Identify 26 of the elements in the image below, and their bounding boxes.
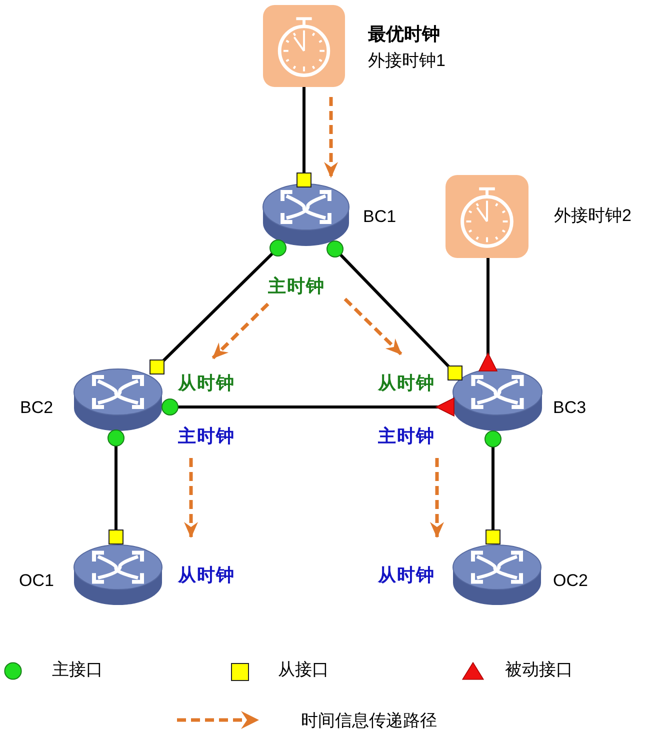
port-role-label: 从时钟 (378, 373, 435, 393)
port-role-label: 从时钟 (178, 565, 235, 585)
port-role-label: 主时钟 (378, 426, 435, 446)
legend-text: 主接口 (52, 660, 103, 680)
node-title: 最优时钟 (368, 24, 440, 44)
link-line (484, 430, 502, 544)
legend-text: 被动接口 (505, 660, 573, 680)
link-line (108, 430, 124, 544)
port-role-label: 主时钟 (268, 276, 325, 296)
port-role-label: 主时钟 (178, 426, 235, 446)
node-label: 外接时钟1 (368, 51, 446, 71)
node-label: 外接时钟2 (554, 206, 632, 226)
legend-text: 时间信息传递路径 (301, 711, 437, 731)
port-role-label: 从时钟 (178, 373, 235, 393)
node-label: BC3 (553, 398, 586, 418)
node-label: BC2 (20, 398, 54, 418)
port-role-label: 从时钟 (378, 565, 435, 585)
link-line (150, 240, 286, 374)
node-label: OC2 (553, 571, 588, 591)
node-label: BC1 (363, 207, 396, 227)
link-line (162, 398, 454, 416)
link-line (326, 240, 462, 380)
legend-text: 从接口 (278, 660, 329, 680)
link-line (478, 258, 498, 372)
link-line (296, 87, 312, 188)
node-label: OC1 (19, 571, 54, 591)
